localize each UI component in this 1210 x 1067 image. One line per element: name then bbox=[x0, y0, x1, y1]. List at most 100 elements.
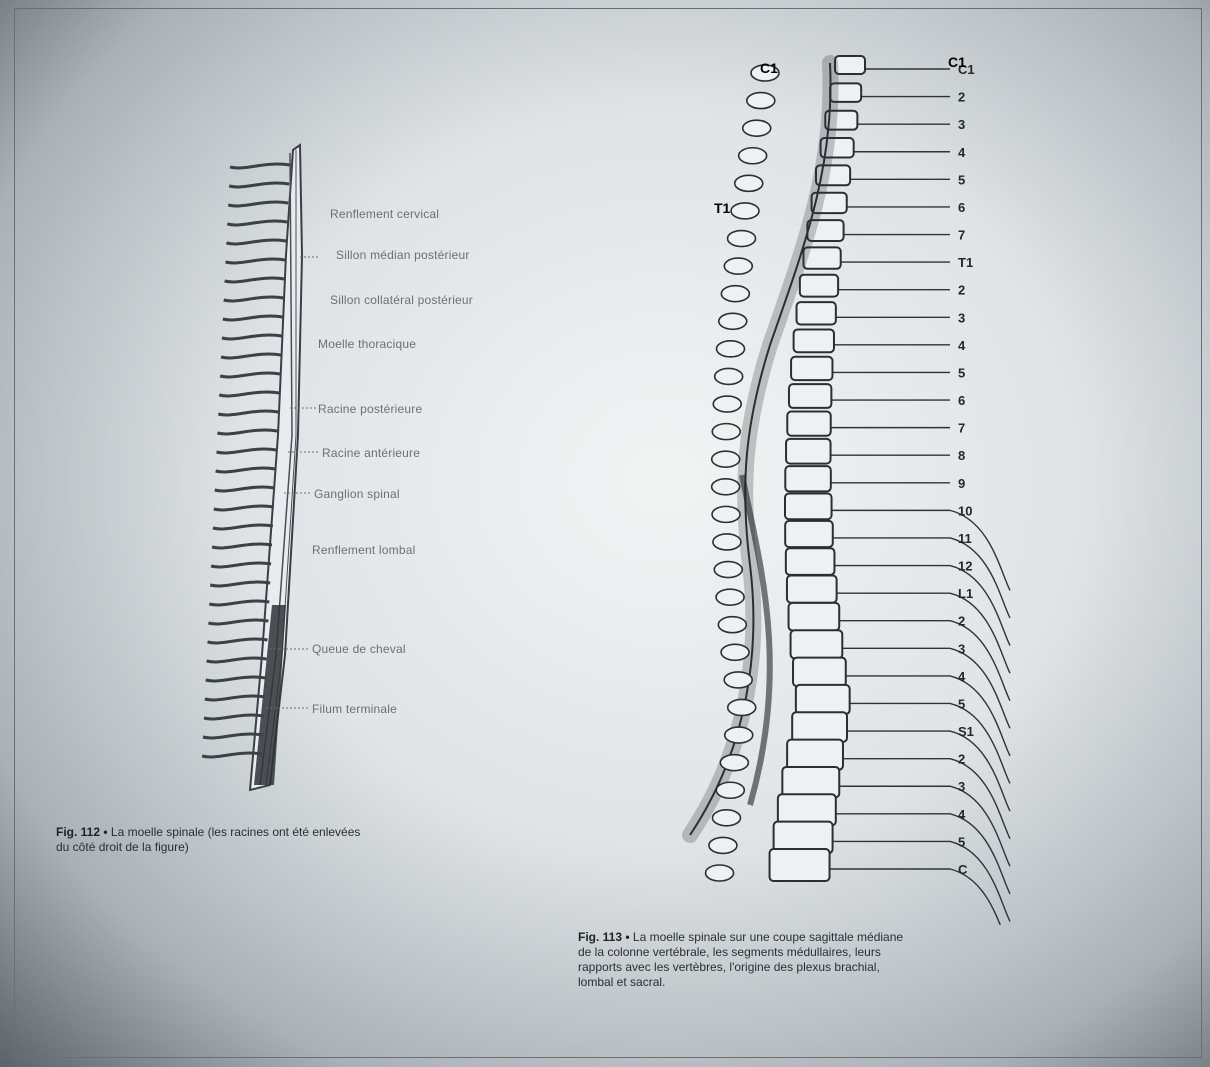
top-c1-left-label: C1 bbox=[760, 60, 778, 76]
segment-label: 7 bbox=[958, 228, 965, 243]
vertebral-body bbox=[787, 411, 830, 435]
fig113-caption: Fig. 113 • La moelle spinale sur une cou… bbox=[578, 930, 903, 990]
vertebral-body bbox=[789, 384, 831, 408]
fig113-caption-line3: rapports avec les vertèbres, l'origine d… bbox=[578, 960, 880, 974]
segment-label: 9 bbox=[958, 476, 965, 491]
label-queue-de-cheval: Queue de cheval bbox=[312, 642, 406, 656]
spinous-process bbox=[724, 672, 752, 688]
spinous-process bbox=[728, 231, 756, 247]
label-racine-posterieure: Racine postérieure bbox=[318, 402, 422, 416]
vertebral-body bbox=[786, 548, 835, 575]
spinous-process bbox=[728, 699, 756, 715]
label-filum-terminale: Filum terminale bbox=[312, 702, 397, 716]
nerve-root bbox=[228, 202, 288, 206]
vertebral-body bbox=[835, 56, 865, 74]
label-renflement-lombal: Renflement lombal bbox=[312, 543, 415, 557]
spinous-process bbox=[712, 506, 740, 522]
label-ganglion-spinal: Ganglion spinal bbox=[314, 487, 400, 501]
segment-label: 2 bbox=[958, 90, 965, 105]
segment-label: 8 bbox=[958, 448, 965, 463]
spinal-nerve bbox=[847, 731, 1010, 811]
spinous-process bbox=[721, 286, 749, 302]
vertebral-body bbox=[786, 439, 830, 464]
spinous-process bbox=[731, 203, 759, 219]
spinous-process bbox=[714, 562, 742, 578]
segment-label: 4 bbox=[958, 807, 966, 822]
spinous-process bbox=[716, 782, 744, 798]
spinal-nerve bbox=[843, 759, 1010, 839]
top-c1-right-label: C1 bbox=[948, 54, 966, 70]
nerve-root bbox=[227, 221, 287, 225]
fig112-caption-line2: du côté droit de la figure) bbox=[56, 840, 189, 854]
spinous-process bbox=[717, 341, 745, 357]
vertebral-body bbox=[785, 521, 833, 547]
fig113-caption-line4: lombal et sacral. bbox=[578, 975, 665, 989]
spinous-process bbox=[739, 148, 767, 164]
fig113-caption-head: Fig. 113 • bbox=[578, 930, 630, 944]
spinous-process bbox=[715, 368, 743, 384]
segment-label: C bbox=[958, 862, 968, 877]
vertebral-body bbox=[796, 685, 850, 714]
spinal-nerve bbox=[830, 869, 1010, 925]
segment-label: 4 bbox=[958, 145, 966, 160]
spinal-nerve bbox=[842, 648, 1010, 728]
fig112-leader-lines bbox=[200, 245, 320, 765]
spinal-nerve bbox=[834, 566, 1010, 646]
label-sillon-collateral-posterieur: Sillon collatéral postérieur bbox=[330, 293, 473, 307]
segment-label: S1 bbox=[958, 724, 974, 739]
spinous-process bbox=[712, 810, 740, 826]
segment-label: 3 bbox=[958, 641, 965, 656]
vertebral-body bbox=[785, 494, 832, 520]
spinal-nerve bbox=[839, 786, 1010, 866]
vertebral-body bbox=[782, 767, 839, 798]
spinous-process bbox=[747, 93, 775, 109]
vertebral-body bbox=[792, 712, 847, 742]
spinous-process bbox=[712, 479, 740, 495]
segment-label: 2 bbox=[958, 752, 965, 767]
spinous-process bbox=[706, 865, 734, 881]
nerve-root bbox=[230, 164, 290, 168]
nerve-root bbox=[229, 183, 289, 187]
segment-label: 5 bbox=[958, 172, 965, 187]
spinal-nerve bbox=[836, 814, 1010, 894]
spinal-nerve bbox=[832, 510, 1010, 590]
spinal-nerve bbox=[846, 676, 1010, 756]
segment-label: 7 bbox=[958, 421, 965, 436]
vertebral-body bbox=[787, 740, 843, 770]
spinous-process bbox=[709, 837, 737, 853]
segment-label: 6 bbox=[958, 200, 965, 215]
label-racine-anterieure: Racine antérieure bbox=[322, 446, 420, 460]
vertebral-body bbox=[789, 603, 840, 631]
spinal-nerve bbox=[839, 621, 1010, 701]
segment-label: T1 bbox=[958, 255, 973, 270]
segment-label: 10 bbox=[958, 503, 972, 518]
vertebral-body bbox=[794, 329, 834, 352]
spinous-process bbox=[720, 755, 748, 771]
segment-label: 5 bbox=[958, 365, 965, 380]
vertebral-body bbox=[800, 275, 838, 297]
vertebral-body bbox=[797, 302, 836, 324]
spinal-nerve bbox=[837, 593, 1010, 673]
fig112-caption: Fig. 112 • La moelle spinale (les racine… bbox=[56, 825, 360, 855]
segment-label: 4 bbox=[958, 669, 966, 684]
spinous-process bbox=[735, 175, 763, 191]
segment-label: 2 bbox=[958, 283, 965, 298]
spinous-process bbox=[713, 396, 741, 412]
fig113-caption-line2: de la colonne vertébrale, les segments m… bbox=[578, 945, 881, 959]
vertebral-body bbox=[770, 849, 830, 881]
spinal-nerve bbox=[850, 703, 1010, 783]
segment-label: 12 bbox=[958, 559, 972, 574]
spinous-process bbox=[721, 644, 749, 660]
nerve-root bbox=[226, 240, 286, 244]
spinous-process bbox=[725, 727, 753, 743]
fig112-caption-head: Fig. 112 • bbox=[56, 825, 108, 839]
segment-label: 3 bbox=[958, 310, 965, 325]
fig113-caption-line1: La moelle spinale sur une coupe sagittal… bbox=[633, 930, 903, 944]
spinal-nerve bbox=[833, 841, 1010, 921]
fig112-caption-line1: La moelle spinale (les racines ont été e… bbox=[111, 825, 360, 839]
segment-label: 5 bbox=[958, 834, 965, 849]
spinal-nerve bbox=[833, 538, 1010, 618]
spinous-process bbox=[743, 120, 771, 136]
